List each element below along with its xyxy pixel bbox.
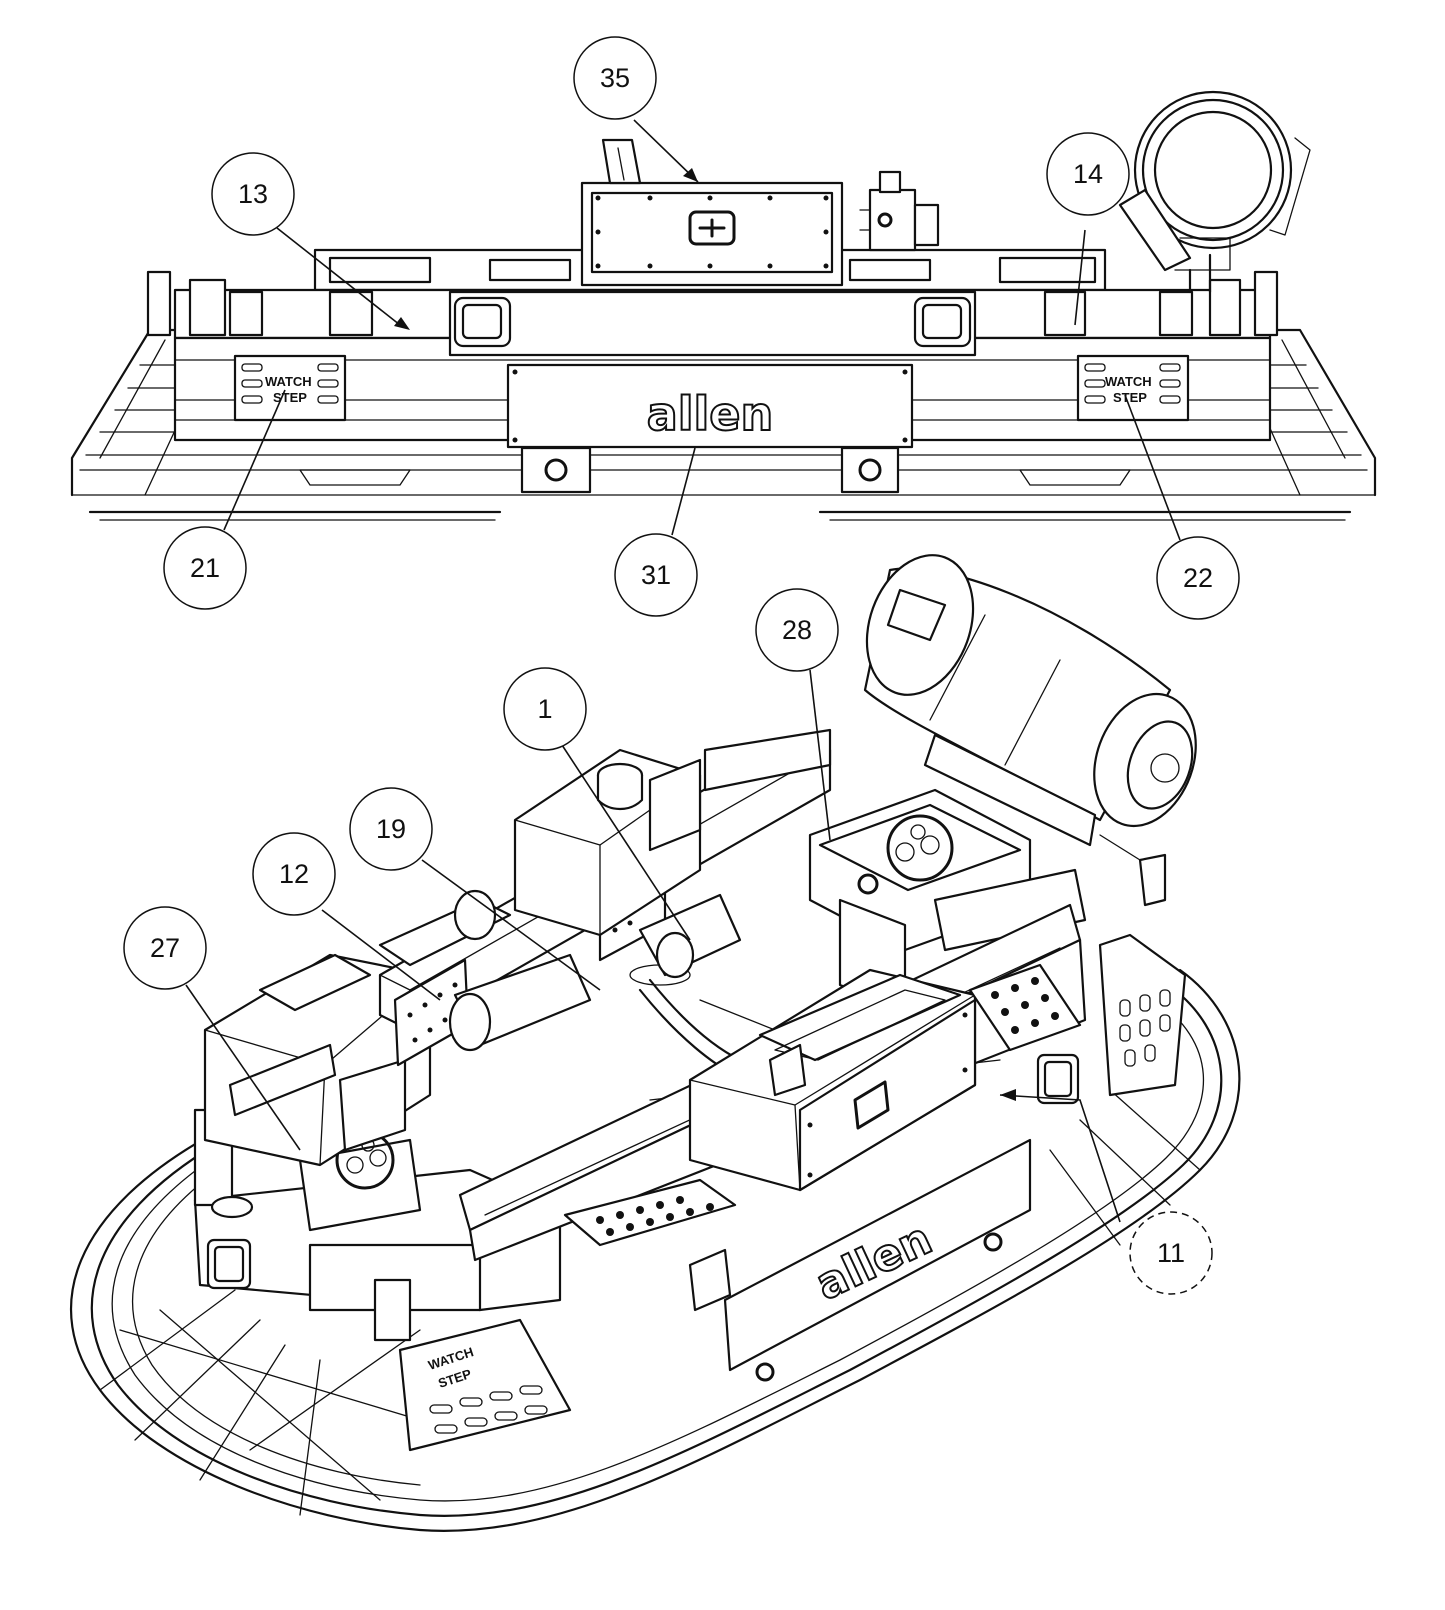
callout-28: 28 bbox=[755, 588, 839, 672]
front-view: WATCH STEP WATCH STEP allen bbox=[70, 90, 1377, 521]
control-box-front bbox=[580, 138, 844, 287]
watch-decal-left: WATCH bbox=[265, 374, 312, 389]
tread-grid-left bbox=[596, 1196, 714, 1236]
callout-22: 22 bbox=[1156, 536, 1240, 620]
propane-tank-iso bbox=[863, 554, 1197, 847]
left-tower bbox=[203, 953, 432, 1167]
right-rotor-frame bbox=[808, 788, 1087, 1012]
step-tread-left bbox=[563, 1178, 737, 1247]
svg-text:19: 19 bbox=[376, 814, 406, 844]
callout-14: 14 bbox=[1046, 132, 1130, 216]
leader-lines bbox=[185, 119, 1181, 1223]
step-slots-left bbox=[241, 363, 339, 404]
callout-21: 21 bbox=[163, 526, 247, 610]
svg-text:28: 28 bbox=[782, 615, 812, 645]
step-slots-right bbox=[1084, 363, 1181, 404]
svg-text:21: 21 bbox=[190, 553, 220, 583]
svg-text:13: 13 bbox=[238, 179, 268, 209]
callout-12: 12 bbox=[252, 832, 336, 916]
watch-step-iso: WATCH STEP bbox=[398, 1318, 572, 1452]
isometric-view: allen WATCH STEP bbox=[70, 554, 1241, 1532]
bracket-holes bbox=[407, 982, 458, 1043]
svg-text:35: 35 bbox=[600, 63, 630, 93]
svg-text:14: 14 bbox=[1073, 159, 1103, 189]
svg-text:11: 11 bbox=[1157, 1238, 1185, 1268]
svg-text:22: 22 bbox=[1183, 563, 1213, 593]
arrow-heads bbox=[394, 168, 1016, 1101]
propane-tank-end bbox=[1118, 90, 1311, 294]
valve-block-front bbox=[859, 170, 940, 252]
hand-grip-right bbox=[1099, 834, 1167, 907]
fuel-box bbox=[513, 728, 832, 937]
callout-13: 13 bbox=[211, 152, 295, 236]
tread-grid-right bbox=[991, 977, 1059, 1034]
watch-decal-right: WATCH bbox=[1105, 374, 1152, 389]
brand-logo-front: allen bbox=[647, 387, 774, 441]
callout-27: 27 bbox=[123, 906, 207, 990]
svg-text:1: 1 bbox=[537, 694, 552, 724]
svg-text:12: 12 bbox=[279, 859, 309, 889]
a-logo-icon bbox=[688, 210, 736, 246]
callout-11: 11 bbox=[1129, 1211, 1213, 1295]
callout-1: 1 bbox=[503, 667, 587, 751]
slotted-plate-right bbox=[1098, 933, 1187, 1097]
motor-cylinders bbox=[378, 889, 742, 1077]
step-tread-right bbox=[968, 963, 1082, 1105]
callout-35: 35 bbox=[573, 36, 657, 120]
callout-31: 31 bbox=[614, 533, 698, 617]
main-frame-front: WATCH STEP WATCH STEP allen bbox=[146, 248, 1279, 494]
gearbox-icon-right bbox=[886, 814, 954, 882]
callout-19: 19 bbox=[349, 787, 433, 871]
step-decal-left: STEP bbox=[273, 390, 307, 405]
front-cover-iso: allen bbox=[688, 1138, 1032, 1382]
step-decal-right: STEP bbox=[1113, 390, 1147, 405]
a-logo-icon bbox=[853, 1080, 890, 1130]
svg-text:27: 27 bbox=[150, 933, 180, 963]
svg-text:31: 31 bbox=[641, 560, 671, 590]
control-box-iso bbox=[688, 968, 977, 1192]
